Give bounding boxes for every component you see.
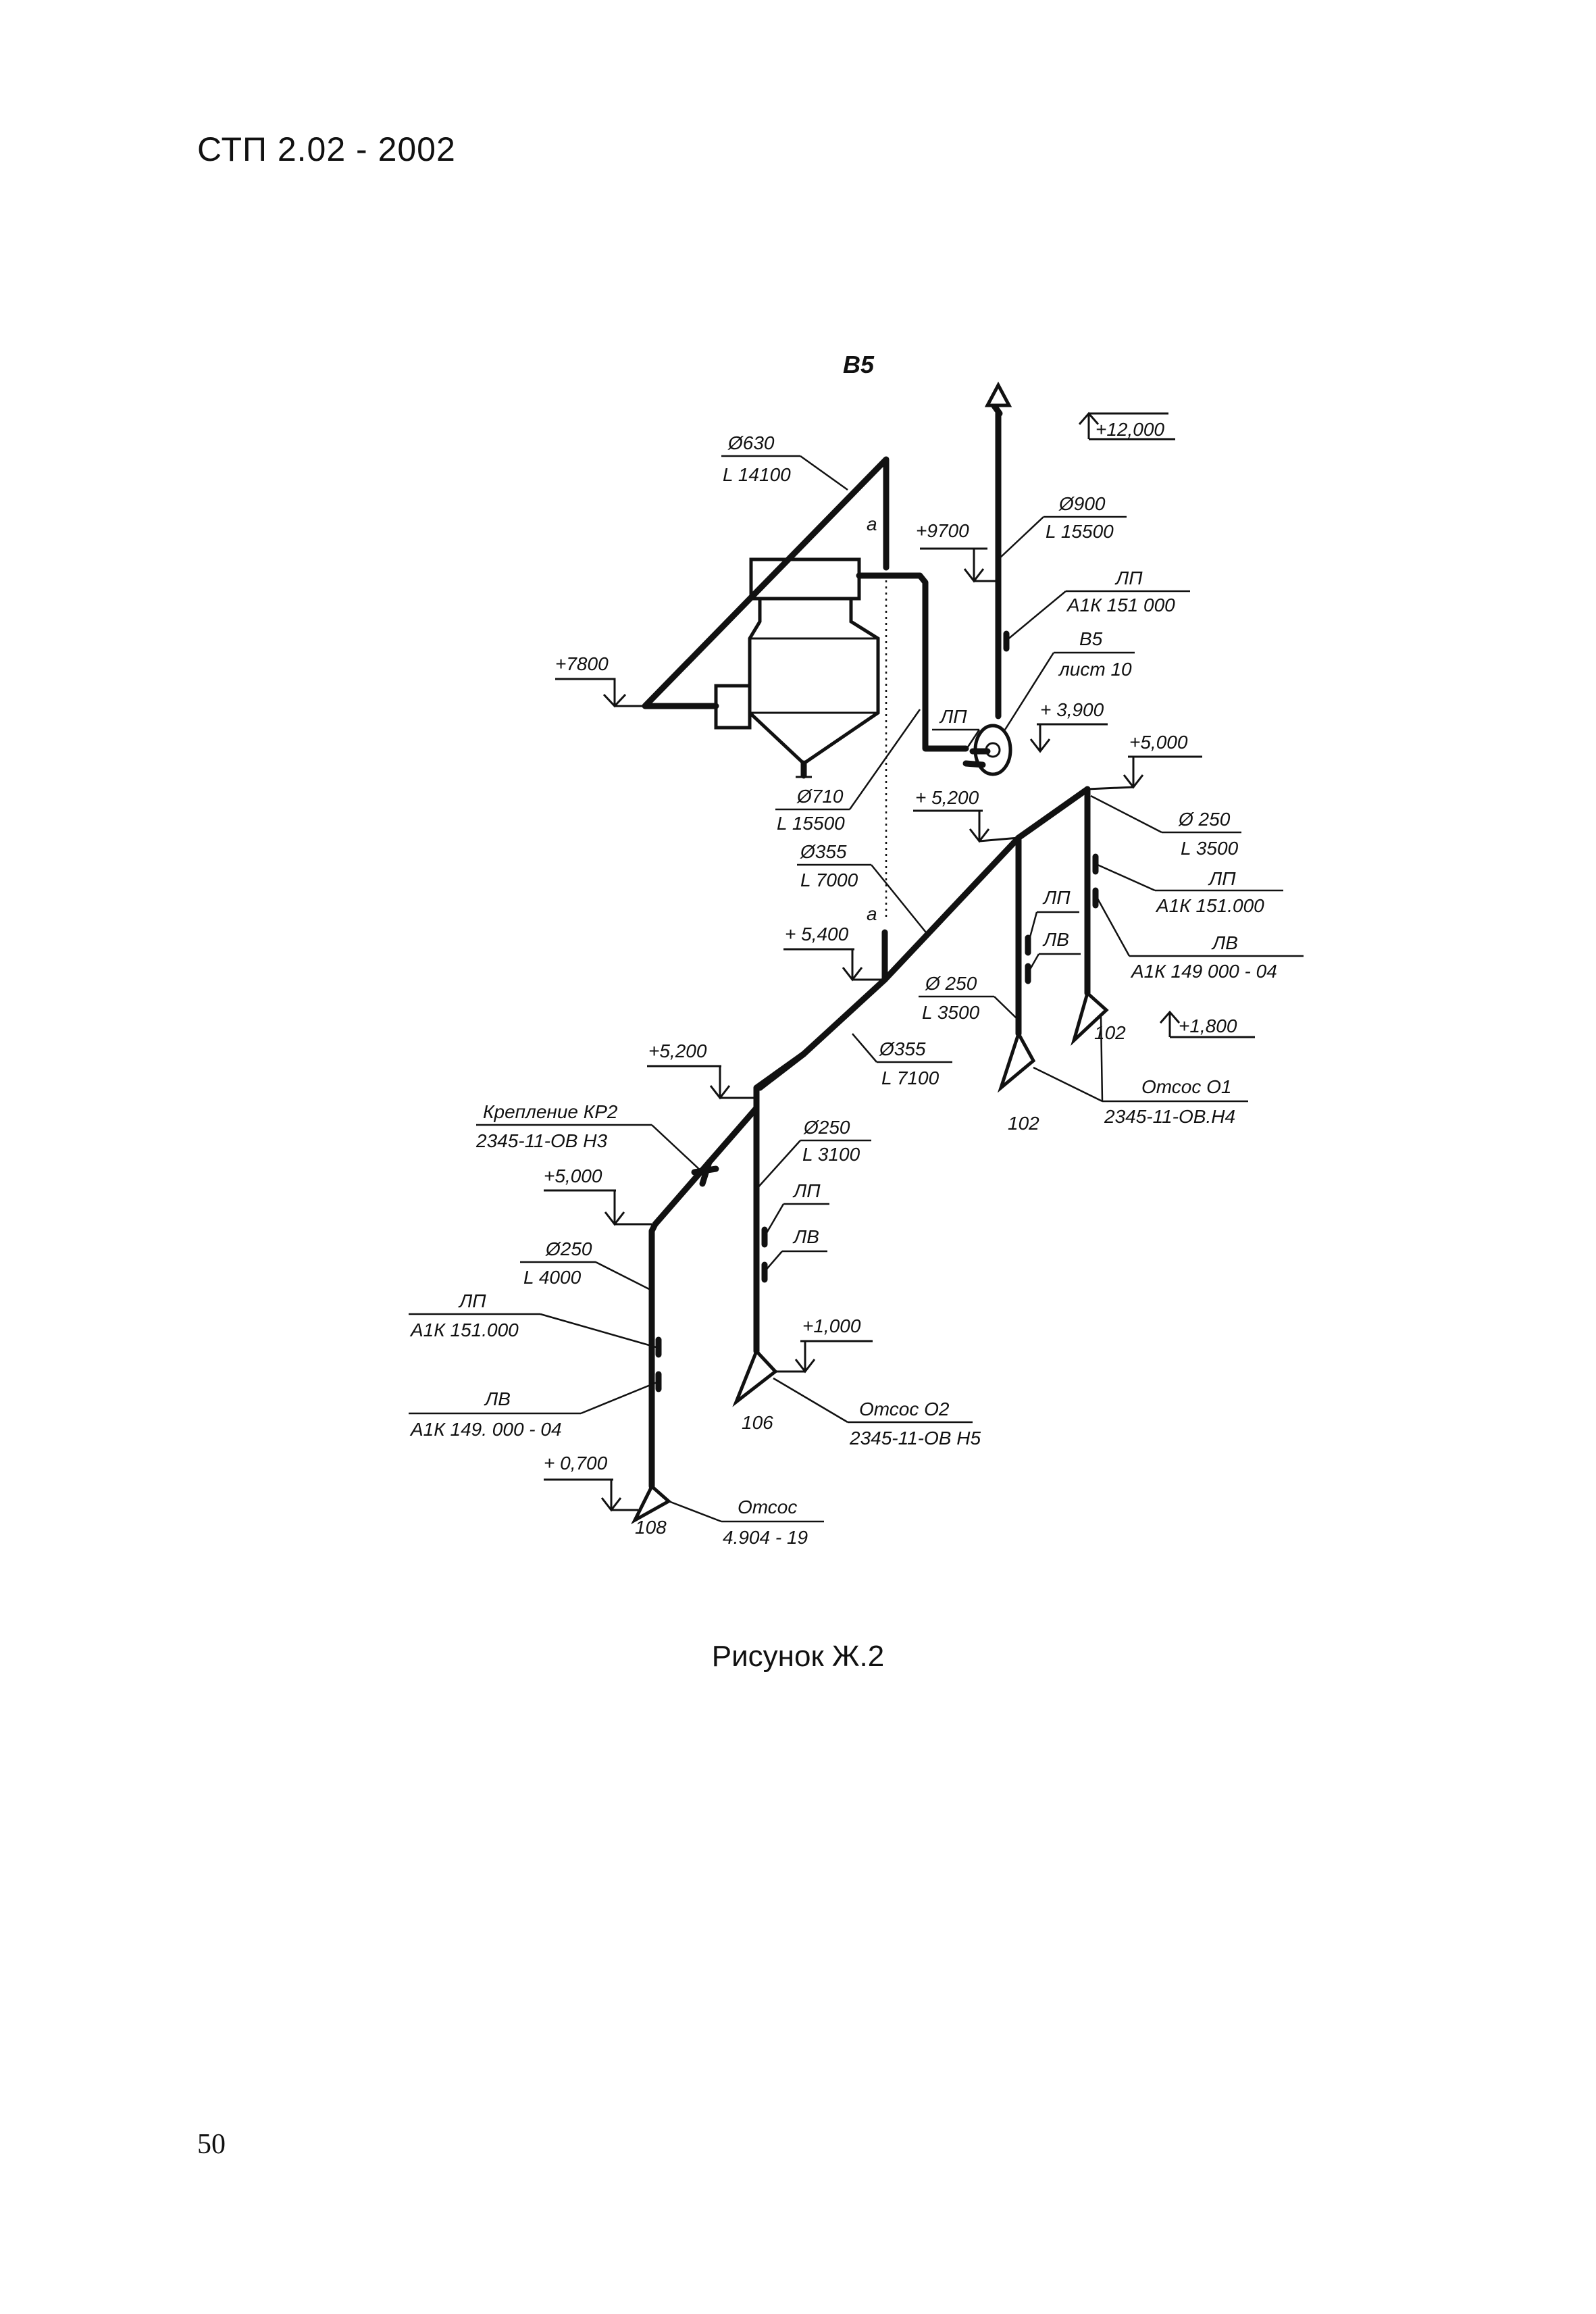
svg-text:Ø250: Ø250: [545, 1238, 592, 1259]
svg-text:лист 10: лист 10: [1058, 659, 1132, 680]
svg-text:L 3100: L 3100: [802, 1144, 860, 1165]
figure-caption: Рисунок Ж.2: [711, 1640, 885, 1673]
svg-text:Отсос О2: Отсос О2: [859, 1399, 950, 1419]
p630-diameter: Ø630: [727, 432, 775, 453]
svg-text:+5,000: +5,000: [1129, 732, 1188, 753]
pipe-labels: Ø630 L 14100 Ø900 L 15500 ЛП А1К 151 000…: [409, 432, 1304, 1440]
svg-text:2345-11-ОВ Н3: 2345-11-ОВ Н3: [475, 1130, 607, 1151]
svg-text:102: 102: [1094, 1022, 1126, 1043]
svg-text:ЛП: ЛП: [792, 1180, 821, 1201]
svg-text:L 3500: L 3500: [1181, 838, 1239, 859]
svg-text:4.904 - 19: 4.904 - 19: [723, 1527, 808, 1548]
svg-text:А1К 149. 000 - 04: А1К 149. 000 - 04: [409, 1419, 562, 1440]
svg-text:L 4000: L 4000: [523, 1267, 582, 1288]
svg-text:Отсос: Отсос: [738, 1496, 797, 1517]
svg-text:Ø250: Ø250: [803, 1117, 850, 1138]
svg-text:Ø900: Ø900: [1058, 493, 1106, 514]
svg-text:Ø 250: Ø 250: [925, 973, 977, 994]
svg-text:+5,000: +5,000: [544, 1165, 602, 1186]
svg-text:L 3500: L 3500: [922, 1002, 980, 1023]
system-title: В5: [843, 351, 875, 378]
pipes: [642, 410, 1091, 1490]
svg-text:+9700: +9700: [916, 520, 969, 541]
svg-text:Ø 250: Ø 250: [1178, 809, 1231, 830]
valve-marks: [655, 401, 1099, 1392]
svg-text:Ø710: Ø710: [796, 786, 844, 807]
suction-hoods: [631, 760, 1109, 1525]
svg-text:+ 5,200: + 5,200: [915, 787, 979, 808]
svg-text:а: а: [867, 903, 877, 924]
svg-text:а: а: [867, 513, 877, 534]
svg-text:+5,200: +5,200: [648, 1040, 707, 1061]
svg-text:+1,000: +1,000: [802, 1315, 861, 1336]
svg-text:ЛП: ЛП: [1114, 568, 1143, 588]
svg-text:ЛВ: ЛВ: [1211, 932, 1238, 953]
svg-text:Крепление КР2: Крепление КР2: [483, 1101, 618, 1122]
cyclone-unit: [714, 557, 880, 779]
svg-text:+1,800: +1,800: [1179, 1015, 1237, 1036]
svg-text:А1К 151.000: А1К 151.000: [1155, 895, 1264, 916]
svg-text:ЛП: ЛП: [1208, 868, 1236, 889]
svg-text:L 7000: L 7000: [800, 870, 858, 890]
svg-text:Ø355: Ø355: [800, 841, 847, 862]
svg-text:ЛП: ЛП: [458, 1290, 486, 1311]
svg-text:Ø355: Ø355: [879, 1038, 926, 1059]
suction-labels: 102 102 106 108 Отсос О1 2345-11-ОВ.Н4 О…: [635, 1016, 1248, 1548]
svg-text:108: 108: [635, 1517, 667, 1538]
svg-text:L 7100: L 7100: [881, 1067, 939, 1088]
svg-text:L 15500: L 15500: [777, 813, 845, 834]
svg-text:А1К 151 000: А1К 151 000: [1066, 595, 1175, 615]
svg-text:А1К 151.000: А1К 151.000: [409, 1319, 519, 1340]
p630-length: L 14100: [723, 464, 791, 485]
svg-text:102: 102: [1008, 1113, 1039, 1134]
svg-text:+12,000: +12,000: [1096, 419, 1164, 440]
svg-text:ЛВ: ЛВ: [1042, 929, 1069, 950]
svg-text:В5: В5: [1079, 628, 1103, 649]
document-code: СТП 2.02 - 2002: [197, 130, 456, 168]
svg-text:2345-11-ОВ Н5: 2345-11-ОВ Н5: [849, 1428, 981, 1449]
air-outlet-icon: [984, 381, 1012, 407]
svg-text:L 15500: L 15500: [1046, 521, 1114, 542]
svg-text:А1К 149 000 - 04: А1К 149 000 - 04: [1130, 961, 1277, 982]
svg-text:+ 5,400: + 5,400: [785, 924, 849, 945]
svg-text:+ 3,900: + 3,900: [1040, 699, 1104, 720]
svg-text:+ 0,700: + 0,700: [544, 1453, 608, 1474]
svg-text:+7800: +7800: [555, 653, 609, 674]
svg-text:ЛП: ЛП: [1042, 887, 1071, 908]
svg-text:Отсос О1: Отсос О1: [1141, 1076, 1232, 1097]
elevation-markers: +12,000 +9700 +7800 + 3,900 +5,000 + 5,2…: [544, 411, 1255, 1512]
svg-text:106: 106: [742, 1412, 773, 1433]
svg-text:2345-11-ОВ.Н4: 2345-11-ОВ.Н4: [1104, 1106, 1235, 1127]
svg-text:ЛВ: ЛВ: [792, 1226, 819, 1247]
svg-text:ЛВ: ЛВ: [484, 1388, 511, 1409]
page-number: 50: [197, 2129, 226, 2160]
svg-text:ЛП: ЛП: [939, 706, 967, 727]
